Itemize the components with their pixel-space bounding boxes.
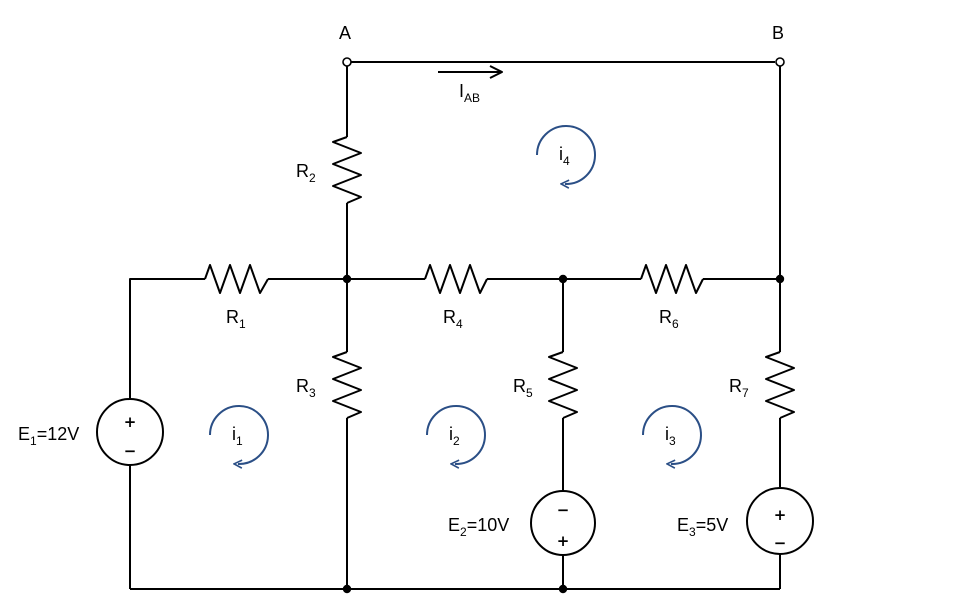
r5-label: R5 bbox=[513, 376, 533, 400]
terminal-b bbox=[775, 57, 785, 67]
junction-dot bbox=[342, 274, 352, 284]
e2-minus-sign: − bbox=[557, 501, 570, 519]
resistor-r6 bbox=[640, 264, 704, 294]
nodes bbox=[342, 57, 785, 594]
e1-plus-sign: + bbox=[124, 413, 137, 431]
r4-label: R4 bbox=[443, 307, 463, 331]
resistor-r4 bbox=[424, 264, 488, 294]
current-ab-arrow bbox=[438, 65, 503, 79]
junction-dot bbox=[342, 584, 352, 594]
e1-label: E1=12V bbox=[18, 424, 79, 448]
resistor-r3 bbox=[332, 351, 362, 419]
e2-label: E2=10V bbox=[448, 515, 509, 539]
loop-arrow-i1 bbox=[209, 405, 269, 464]
junction-dot bbox=[558, 274, 568, 284]
junction-dot bbox=[558, 584, 568, 594]
e3-label: E3=5V bbox=[677, 515, 728, 539]
r2-label: R2 bbox=[296, 161, 316, 185]
loop-arrows bbox=[209, 125, 702, 464]
terminal-a-label: A bbox=[339, 23, 351, 43]
i3-label: i3 bbox=[665, 424, 676, 448]
r6-label: R6 bbox=[659, 307, 679, 331]
r1-label: R1 bbox=[226, 307, 246, 331]
e3-plus-sign: + bbox=[774, 506, 787, 524]
resistor-r1 bbox=[204, 264, 269, 294]
terminal-b-label: B bbox=[772, 23, 784, 43]
wire-left-top bbox=[129, 278, 205, 398]
e2-plus-sign: + bbox=[557, 532, 570, 550]
voltage-source-e2: − + bbox=[530, 490, 596, 556]
loop-arrow-i3 bbox=[642, 405, 702, 464]
current-ab-label: IAB bbox=[459, 81, 480, 105]
wires bbox=[129, 61, 781, 590]
terminal-a bbox=[342, 57, 352, 67]
e3-minus-sign: − bbox=[774, 534, 787, 552]
resistor-r2 bbox=[332, 136, 362, 204]
resistors bbox=[204, 136, 795, 419]
voltage-source-e3: + − bbox=[746, 487, 814, 555]
loop-arrow-i2 bbox=[426, 405, 486, 464]
labels: A B IAB R1 R2 R3 R4 R5 R6 R7 E1=12V E2=1… bbox=[18, 23, 784, 539]
resistor-r5 bbox=[548, 351, 578, 419]
i4-label: i4 bbox=[559, 144, 570, 168]
r3-label: R3 bbox=[296, 376, 316, 400]
voltage-source-e1: + − bbox=[96, 398, 164, 466]
loop-arrow-i4 bbox=[536, 125, 596, 184]
i2-label: i2 bbox=[449, 424, 460, 448]
i1-label: i1 bbox=[232, 424, 243, 448]
e1-minus-sign: − bbox=[124, 442, 137, 460]
r7-label: R7 bbox=[729, 376, 749, 400]
resistor-r7 bbox=[765, 351, 795, 419]
junction-dot bbox=[775, 274, 785, 284]
